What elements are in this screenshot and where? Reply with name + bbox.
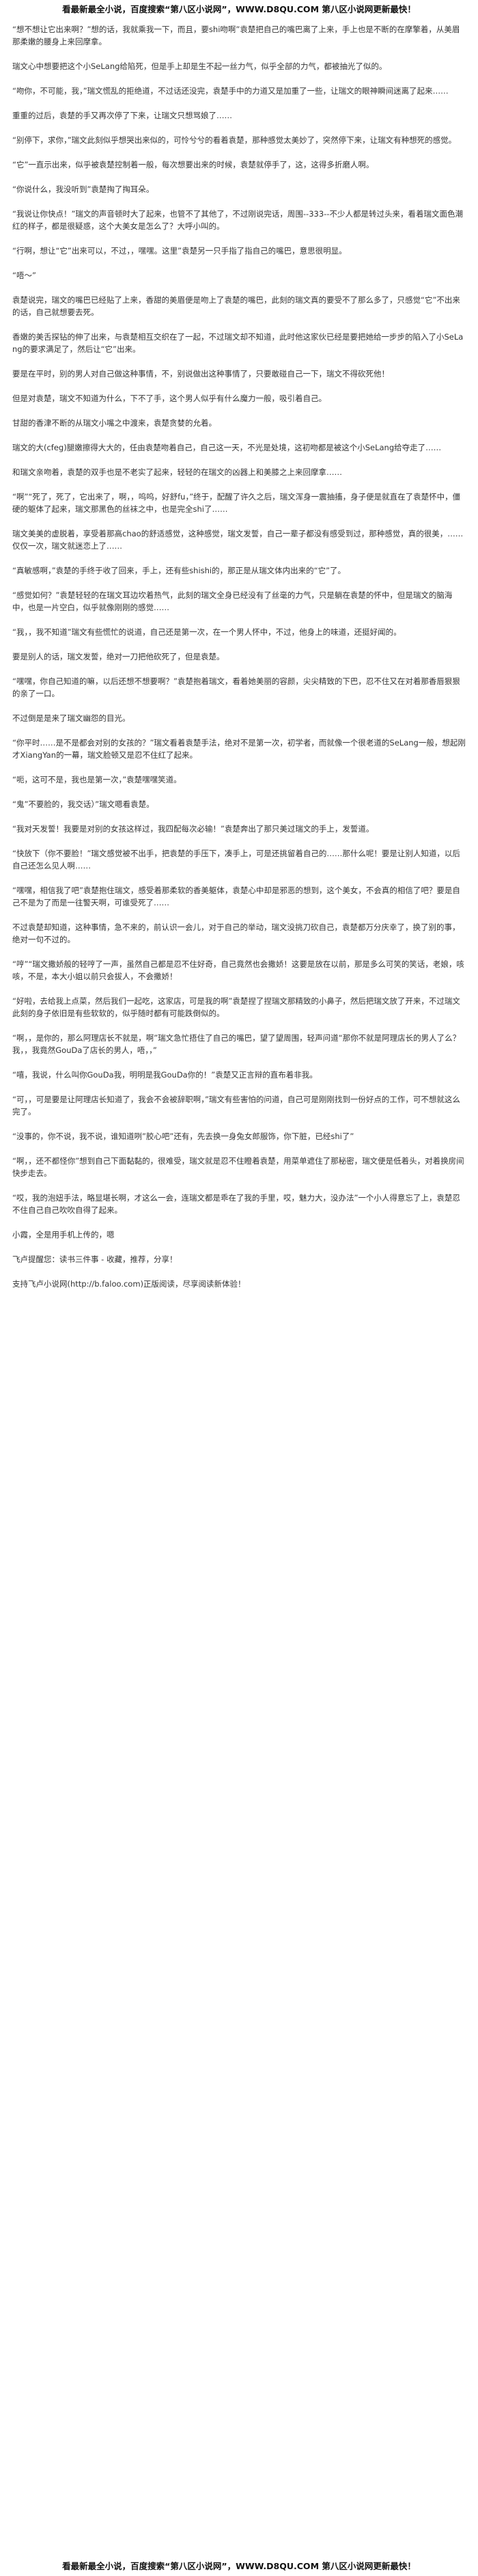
paragraph: 瑞文的大(cfeg)腿嫩擦得大大的，任由袁楚吻着自己，自己这一天，不光是处境，这… bbox=[12, 443, 442, 452]
chapter-text: “想不想让它出来啊？”想的话，我就乘我一下，而且，要shi吻啊”袁楚把自己的嘴巴… bbox=[0, 19, 478, 2557]
paragraph: “你平时……是不是都会对别的女孩的？”瑞文看着袁楚手法，绝对不是第一次，初学者，… bbox=[12, 738, 466, 760]
paragraph: “啊，，是你的，那么阿理店长不就是，啊”瑞文急忙捂住了自己的嘴巴，望了望周围，轻… bbox=[12, 1033, 461, 1055]
paragraph: 不过袁楚却知道，这种事情，急不来的，前认识一会儿，对于自己的举动，瑞文没挑刀砍自… bbox=[12, 922, 460, 944]
top-site-banner: 看最新最全小说，百度搜索“第八区小说网”，WWW.D8QU.COM 第八区小说网… bbox=[62, 4, 416, 14]
paragraph: “我对天发誓！我要是对别的女孩这样过，我四配每次必输！”袁楚奔出了那只美过瑞文的… bbox=[12, 824, 374, 834]
reader-reminder: 飞卢提醒您：读书三件事 - 收藏，推荐，分享！ bbox=[12, 1255, 178, 1264]
upload-note: 小霞，全是用手机上传的，嗯 bbox=[12, 1230, 115, 1239]
paragraph: 甘甜的香津不断的从瑞文小嘴之中渡来，袁楚贪婪的允着。 bbox=[12, 418, 216, 428]
paragraph: 不过倒是是来了瑞文幽怨的目光。 bbox=[12, 713, 130, 723]
paragraph: “感觉如何？”袁楚轻轻的在瑞文耳边坎着热气，此刻的瑞文全身已经没有了丝毫的力气，… bbox=[12, 590, 453, 612]
paragraph: “快放下（你不要脸！”瑞文感觉被不出手，把袁楚的手压下，凑手上，可是还挑留着自己… bbox=[12, 849, 460, 871]
paragraph: “想不想让它出来啊？”想的话，我就乘我一下，而且，要shi吻啊”袁楚把自己的嘴巴… bbox=[12, 25, 460, 46]
support-notice: 支持飞卢小说网(http://b.faloo.com)正版阅读，尽享阅读新体验！ bbox=[12, 1279, 246, 1289]
paragraph: “啊，，还不都怪你”想到自己下面黏黏的，很难受，瑞文就是忍不住瞪着袁楚，用菜单遮… bbox=[12, 1156, 464, 1178]
paragraph: “吻你，不可能，我，”瑞文慌乱的拒绝道，不过话还没完，袁楚手中的力道又是加重了一… bbox=[12, 86, 449, 96]
paragraph: 瑞文心中想要把这个小SeLang给陷死，但是手上却是生不起一丝力气，似乎全部的力… bbox=[12, 61, 387, 71]
paragraph: 香嫩的美舌探钻的伸了出来，与袁楚相互交织在了一起，不过瑞文却不知道，此时他这家伙… bbox=[12, 332, 464, 354]
paragraph: “嘿嘿，相信我了吧”袁楚抱住瑞文，感受着那柔软的香美躯体，袁楚心中却是邪恶的想到… bbox=[12, 886, 460, 907]
paragraph: 重重的过后，袁楚的手又再次停了下来，让瑞文只想骂娘了…… bbox=[12, 111, 232, 120]
bottom-site-banner: 看最新最全小说，百度搜索“第八区小说网”，WWW.D8QU.COM 第八区小说网… bbox=[62, 2561, 416, 2571]
paragraph: “它”一直示出来，似乎被袁楚控制着一般，每次想要出来的时候，袁楚就停手了，这，这… bbox=[12, 160, 374, 169]
paragraph: “呃，这可不是，我也是第一次，”袁楚嘿嘿笑道。 bbox=[12, 775, 182, 784]
paragraph: “哎，我的泡妞手法，略显堪长啊，才这么一会，连瑞文都是乖在了我的手里，哎，魅力大… bbox=[12, 1193, 460, 1215]
paragraph: “嘿嘿，你自己知道的嘛，以后还想不想要啊？”袁楚抱着瑞文，看着她美丽的容颜，尖尖… bbox=[12, 676, 460, 698]
paragraph: 瑞文美美的虚脱着，享受着那高chao的舒适感觉，这种感觉，瑞文发誓，自己一辈子都… bbox=[12, 529, 464, 551]
paragraph: “啊”“死了，死了，它出来了，啊，，呜呜，好舒fu，”终于，配醒了许久之后，瑞文… bbox=[12, 492, 461, 514]
paragraph: “你说什么，我没听到”袁楚掏了掏耳朵。 bbox=[12, 184, 154, 194]
paragraph: “哼”“瑞文撒娇般的轻哼了一声，虽然自己都是忍不住好奇，自己竟然也会撒娇！这要是… bbox=[12, 959, 464, 981]
paragraph: “行啊，想让“它”出来可以，不过，，嘿嘿。这里”袁楚另一只手指了指自己的嘴巴，意… bbox=[12, 246, 347, 256]
paragraph: “我说让你快点！”瑞文的声音顿时大了起来，也管不了其他了，不过刚说完话，周围--… bbox=[12, 209, 463, 231]
paragraph: “别停下，求你，”瑞文此刻似乎想哭出来似的，可怜兮兮的看着袁楚，那种感觉太美妙了… bbox=[12, 135, 457, 145]
paragraph: “我，，我不知道”瑞文有些慌忙的说道，自己还是第一次，在一个男人怀中，不过，他身… bbox=[12, 627, 402, 637]
paragraph: “唔～” bbox=[12, 271, 36, 280]
paragraph: 要是别人的话，瑞文发誓，绝对一刀把他砍死了，但是袁楚。 bbox=[12, 652, 225, 661]
paragraph: “没事的，你不说，我不说，谁知道咧”胶心吧”还有，先去换一身兔女郎服饰，你下脏，… bbox=[12, 1132, 354, 1141]
paragraph: 袁楚说完，瑞文的嘴巴已经贴了上来，香甜的美眉便是吻上了袁楚的嘴巴，此刻的瑞文真的… bbox=[12, 295, 460, 317]
paragraph: “可，，可是要是让阿理店长知道了，我会不会被辞职啊，”瑞文有些害怕的问道，自己可… bbox=[12, 1095, 460, 1116]
paragraph: 但是对袁楚，瑞文不知道为什么，下不了手，这个男人似乎有什么魔力一般，吸引着自己。 bbox=[12, 394, 326, 403]
paragraph: “鬼”不要脸的，我交话）”瑞文嗯看袁楚。 bbox=[12, 799, 154, 809]
paragraph: “好啦，去给我上点菜，然后我们一起吃，这家店，可是我的啊”袁楚捏了捏瑞文那精致的… bbox=[12, 996, 460, 1018]
paragraph: “嘻，我说，什么叫你GouDa我，明明是我GouDa你的！”袁楚又正言辩的直布着… bbox=[12, 1070, 318, 1080]
paragraph: “真敏感啊，”袁楚的手终于收了回来，手上，还有些shishi的，那正是从瑞文体内… bbox=[12, 566, 346, 575]
paragraph: 要是在平时，别的男人对自己做这种事情，不，别说做出这种事情了，只要敢碰自己一下，… bbox=[12, 369, 389, 379]
paragraph: 和瑞文亲吻着，袁楚的双手也是不老实了起来，轻轻的在瑞文的凶器上和美膝之上来回摩拿… bbox=[12, 467, 342, 477]
